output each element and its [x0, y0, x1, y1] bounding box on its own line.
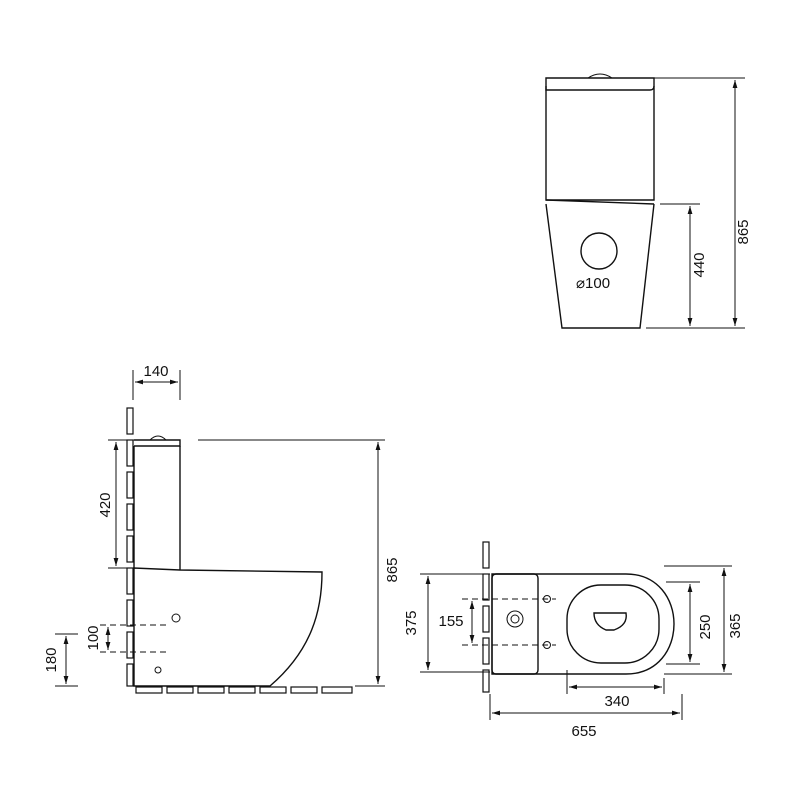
- side-inlet-height-label: 100: [85, 625, 102, 650]
- top-seat-opening: [566, 584, 660, 664]
- top-length-label: 655: [571, 723, 596, 740]
- top-cistern-outline: [491, 573, 539, 675]
- rear-cistern-base-line: [545, 199, 655, 205]
- top-bowl-length-label: 340: [604, 693, 629, 710]
- side-cistern-body: [133, 446, 181, 570]
- flush-button-rear: [587, 73, 613, 79]
- rear-view: ⌀100 865 440: [545, 73, 752, 329]
- side-cistern-offset-label: 140: [143, 363, 168, 380]
- rear-outlet-diameter-label: ⌀100: [576, 275, 610, 292]
- rear-outlet-circle: [580, 232, 618, 270]
- rear-outlet-height-label: 440: [691, 252, 708, 277]
- top-mount-depth-label: 375: [403, 610, 420, 635]
- top-width-label: 365: [727, 613, 744, 638]
- side-cistern-height-label: 420: [97, 492, 114, 517]
- side-inlet-point: [171, 613, 181, 623]
- side-view: 140 420 100 180 865: [43, 363, 401, 694]
- flush-button-side: [149, 435, 167, 441]
- rear-cistern-lid: [545, 77, 655, 91]
- side-fixing-point: [154, 666, 162, 674]
- side-height-label: 865: [384, 557, 401, 582]
- top-bowl-opening-label: 250: [697, 614, 714, 639]
- top-bowl-outline: [491, 573, 675, 675]
- side-bowl-body: [133, 567, 323, 687]
- top-bowl-outlet: [593, 612, 627, 631]
- rear-height-label: 865: [735, 219, 752, 244]
- top-flush-valve: [506, 610, 524, 628]
- top-flush-valve-inner: [510, 614, 520, 624]
- rear-cistern-body: [545, 86, 655, 201]
- side-outlet-height-label: 180: [43, 647, 60, 672]
- side-floor: [135, 686, 353, 694]
- side-wall: [126, 407, 134, 687]
- top-bolt-spacing-label: 155: [438, 613, 463, 630]
- top-view: 155 375 250 365 340 655: [403, 541, 744, 740]
- side-cistern-lid: [134, 439, 181, 447]
- rear-bowl-body: [545, 203, 655, 329]
- top-wall: [482, 541, 490, 693]
